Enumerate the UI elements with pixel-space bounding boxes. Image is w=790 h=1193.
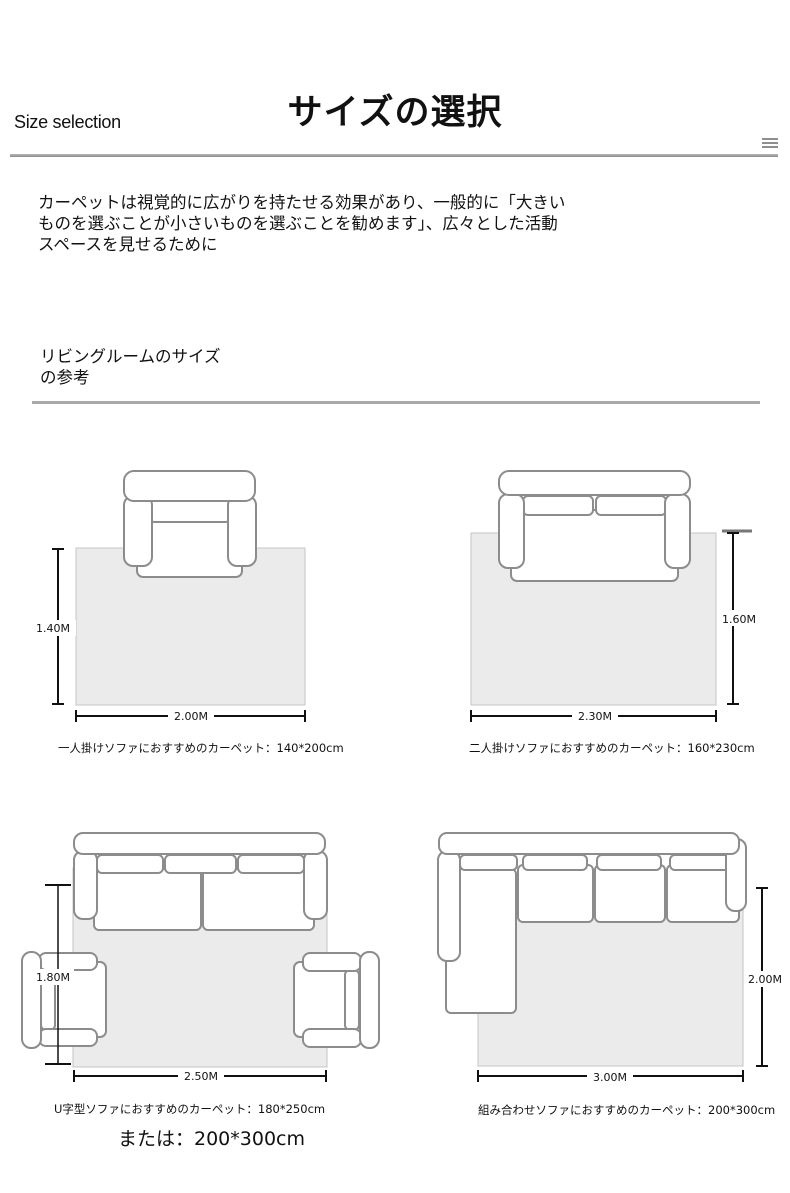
- height-label: 1.40M: [36, 622, 70, 635]
- page-title: サイズの選択: [287, 93, 503, 133]
- height-label: 1.80M: [36, 971, 70, 984]
- section-divider: [32, 401, 760, 404]
- sectional-sofa-icon: [437, 832, 747, 1014]
- header-divider: [10, 154, 778, 157]
- rug-shape: [477, 902, 744, 1067]
- two-seat-sofa-layout: 1.60M 2.30M: [470, 470, 758, 724]
- height-dimension: [34, 884, 74, 1065]
- intro-line: スペースを見せるために: [38, 235, 218, 254]
- intro-line: ものを選ぶことが小さいものを選ぶことを勧めます」、広々とした活動: [38, 214, 558, 233]
- left-armchair-icon: [21, 951, 107, 1049]
- height-label: 1.60M: [722, 613, 756, 626]
- three-seat-sofa-icon: [73, 832, 328, 931]
- height-dimension: [745, 887, 785, 1067]
- two-seat-sofa-icon: [498, 470, 691, 582]
- section-title-en: Size selection: [14, 112, 121, 132]
- single-sofa-icon: [123, 470, 257, 578]
- caption-two-seat-sofa: 二人掛けソファにおすすめのカーペット：160*230cm: [469, 741, 755, 755]
- alternative-size: または：200*300cm: [118, 1128, 305, 1150]
- u-shaped-sofa-layout: 1.80M 2.50M: [21, 832, 380, 1084]
- intro-line: カーペットは視覚的に広がりを持たせる効果があり、一般的に「大きい: [38, 193, 566, 212]
- menu-icon[interactable]: [762, 138, 778, 150]
- height-dimension: [36, 548, 76, 705]
- heading-line: リビングルームのサイズ: [40, 347, 221, 366]
- height-label: 2.00M: [748, 973, 782, 986]
- width-label: 2.30M: [578, 710, 612, 723]
- living-room-size-heading: リビングルームのサイズ の参考: [40, 346, 260, 388]
- width-dimension: [477, 1068, 744, 1084]
- width-dimension: [73, 1068, 327, 1084]
- width-dimension: [75, 708, 306, 724]
- width-label: 2.00M: [174, 710, 208, 723]
- caption-single-sofa: 一人掛けソファにおすすめのカーペット：140*200cm: [58, 741, 344, 755]
- sectional-sofa-layout: 2.00M 3.00M: [437, 832, 785, 1084]
- width-label: 2.50M: [184, 1070, 218, 1083]
- width-label: 3.00M: [593, 1071, 627, 1084]
- caption-u-shaped-sofa: U字型ソファにおすすめのカーペット：180*250cm: [54, 1102, 326, 1116]
- width-dimension: [470, 708, 717, 724]
- height-dimension: [718, 529, 758, 705]
- intro-text: カーペットは視覚的に広がりを持たせる効果があり、一般的に「大きい ものを選ぶこと…: [38, 192, 628, 255]
- heading-line: の参考: [40, 368, 90, 387]
- single-sofa-layout: 1.40M 2.00M: [36, 470, 306, 724]
- caption-sectional-sofa: 組み合わせソファにおすすめのカーペット：200*300cm: [478, 1103, 776, 1117]
- right-armchair-icon: [293, 951, 380, 1049]
